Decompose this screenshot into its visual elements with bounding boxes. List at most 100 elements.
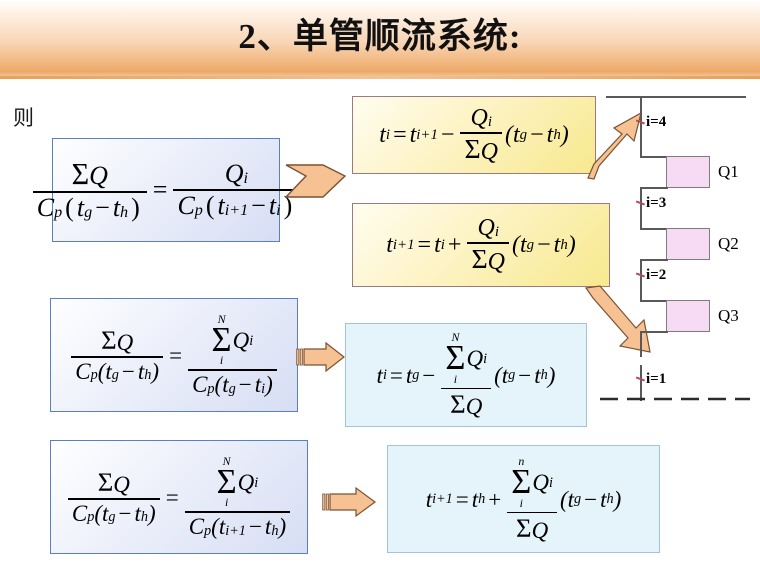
sym-Q: Q [232, 328, 250, 354]
sym-t: t [218, 513, 226, 539]
sym-t: t [137, 358, 145, 384]
sym-t: t [567, 486, 575, 512]
node-label-i4: i=4 [646, 114, 667, 130]
branch-pipe-top-1 [640, 156, 668, 158]
block-arrow-right-3 [322, 486, 377, 518]
sym-minus: − [251, 190, 266, 220]
sub-g: g [526, 236, 535, 253]
sum-upper-limit: N [451, 330, 460, 345]
sym-rparen: ) [560, 122, 569, 148]
radiator-label-q1: Q1 [718, 162, 739, 181]
sub-i: i [487, 114, 492, 131]
sym-C: C [177, 190, 195, 220]
sym-lparen: ( [214, 371, 223, 397]
sub-h: h [120, 203, 129, 221]
sym-minus: − [422, 362, 436, 388]
radiator-2 [666, 228, 710, 260]
sym-minus: − [121, 358, 135, 384]
sym-sigma: Σ [516, 513, 532, 544]
supply-main-pipe [606, 96, 746, 98]
sub-p: p [54, 203, 63, 221]
branch-pipe-top-3 [640, 300, 668, 302]
sym-equals: = [455, 486, 469, 512]
sym-sigma: Σ [97, 467, 114, 498]
sym-sigma: Σ [450, 389, 466, 420]
summation-operator: N Σ i [211, 312, 232, 368]
sub-g: g [84, 203, 93, 221]
sym-sigma: Σ [464, 133, 481, 165]
sum-lower-limit: i [219, 353, 224, 368]
sym-equals: = [152, 175, 168, 204]
sub-p: p [90, 367, 98, 384]
sym-Q: Q [224, 159, 244, 189]
sub-i: i [249, 332, 254, 349]
sub-i: i [483, 350, 488, 367]
sym-minus: − [537, 232, 551, 258]
sym-t: t [264, 513, 272, 539]
sym-t: t [546, 122, 554, 148]
summation-operator: N Σ i [216, 455, 237, 509]
sym-plus: + [447, 232, 462, 258]
sym-t: t [600, 486, 607, 512]
header-underline [0, 76, 760, 79]
sym-t: t [471, 486, 479, 512]
sub-i: i [494, 224, 499, 241]
sym-lparen: ( [504, 122, 513, 148]
header-band [0, 0, 760, 78]
sym-t: t [434, 232, 441, 258]
sym-rparen: ) [278, 513, 287, 539]
sub-p: p [207, 380, 215, 397]
sym-sigma: Σ [211, 321, 232, 360]
sym-t: t [217, 190, 225, 220]
sym-minus: − [518, 362, 532, 388]
sub-g: g [228, 380, 236, 397]
sym-lparen: ( [97, 358, 106, 384]
sub-h: h [144, 367, 152, 384]
sym-sigma: Σ [216, 463, 237, 502]
sub-g: g [111, 367, 119, 384]
sub-g: g [508, 366, 516, 383]
sym-t: t [102, 500, 109, 526]
sym-sigma: Σ [71, 157, 90, 192]
sub-g: g [519, 126, 528, 143]
sum-upper-limit: N [217, 312, 226, 327]
sub-g: g [108, 509, 116, 526]
sym-t: t [105, 358, 112, 384]
sub-i: i [243, 170, 248, 188]
sym-t: t [501, 362, 509, 388]
sym-lparen: ( [94, 500, 103, 526]
riser-segment-bottom [640, 331, 642, 357]
sym-lparen: ( [494, 362, 502, 388]
sym-rparen: ) [131, 192, 140, 222]
sym-sigma: Σ [101, 325, 117, 356]
sub-i-plus-1: i+1 [225, 522, 246, 539]
sym-Q: Q [477, 215, 495, 242]
sym-rparen: ) [613, 486, 622, 512]
sub-p: p [194, 201, 203, 219]
sym-t: t [376, 362, 383, 388]
sym-t: t [425, 486, 433, 512]
sum-lower-limit: i [453, 371, 458, 386]
node-label-i2: i=2 [646, 267, 667, 283]
sub-i: i [382, 366, 387, 383]
sym-lparen: ( [559, 486, 568, 512]
summation-operator: N Σ i [445, 330, 465, 386]
chevron-arrow-right-1 [285, 164, 347, 198]
sym-rparen: ) [567, 232, 576, 258]
sub-i-plus-1: i+1 [224, 201, 249, 219]
sub-i-plus-1: i+1 [416, 126, 438, 143]
sym-rparen: ) [547, 362, 556, 388]
riser-segment-top [640, 96, 642, 158]
radiator-3 [666, 300, 710, 332]
sub-h: h [540, 366, 548, 383]
node-label-i3: i=3 [646, 195, 667, 211]
sym-equals: = [417, 232, 432, 258]
diagonal-arrow-up-right [587, 111, 642, 180]
sub-i: i [440, 236, 445, 253]
